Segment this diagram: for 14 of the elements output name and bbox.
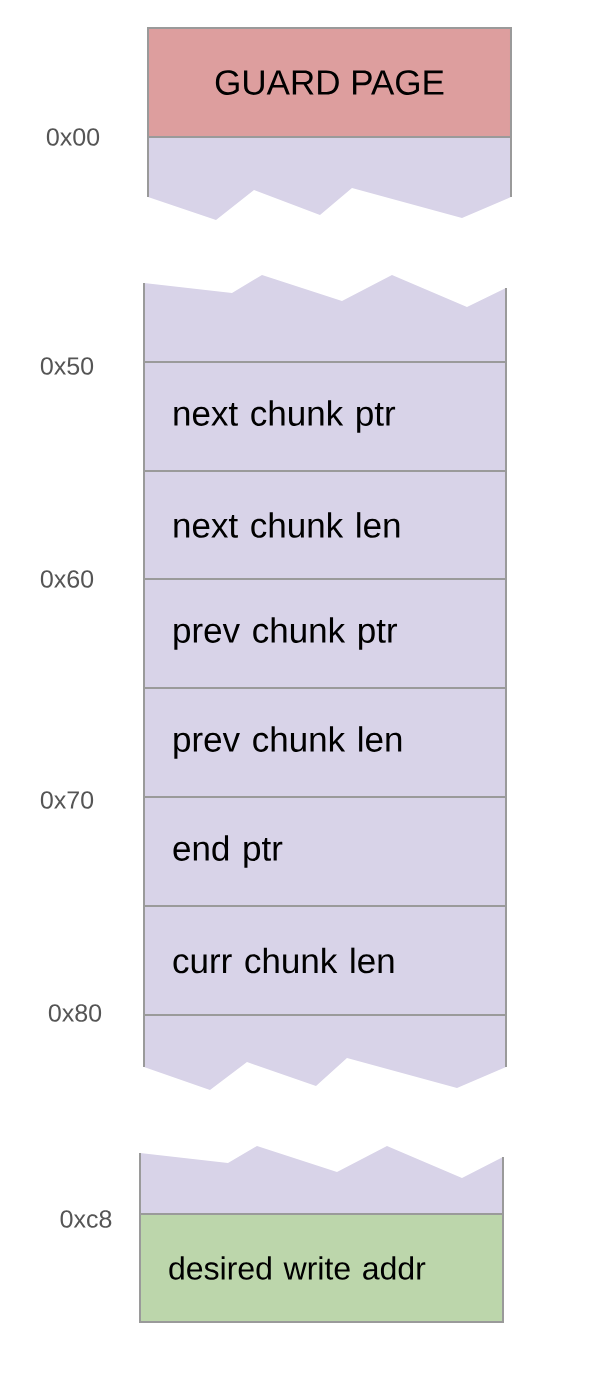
address-label: 0x50 [40, 357, 94, 375]
memory-cell: desired write addr [139, 1213, 504, 1323]
memory-cell: prev chunk len [143, 687, 507, 798]
address-label: 0x70 [40, 791, 94, 809]
memory-cell: curr chunk len [143, 905, 507, 1016]
memory-cell: end ptr [143, 796, 507, 907]
memory-cell: next chunk ptr [143, 361, 507, 472]
address-label: 0xc8 [60, 1210, 112, 1228]
memory-cell: next chunk len [143, 470, 507, 580]
address-label: 0x80 [48, 1004, 102, 1022]
memory-cell: prev chunk ptr [143, 578, 507, 689]
address-label: 0x60 [40, 570, 94, 588]
address-label: 0x00 [46, 128, 100, 146]
memory-cell: GUARD PAGE [147, 27, 512, 138]
